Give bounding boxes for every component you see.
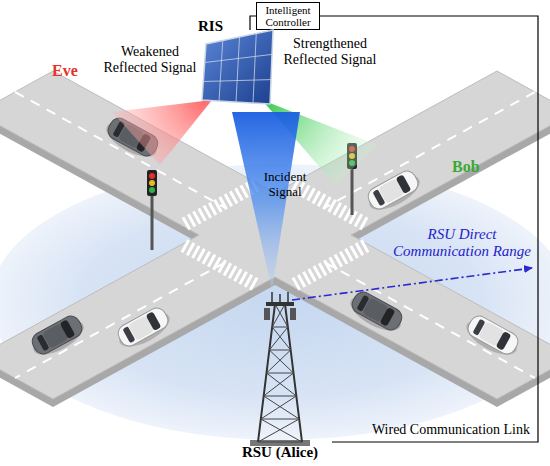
antenna-panel <box>290 308 296 320</box>
lane-marking <box>325 263 535 379</box>
receiver-name: Bob <box>452 158 492 176</box>
range-arrow <box>292 268 532 300</box>
node-text: RIS <box>198 18 223 35</box>
panel-grid <box>219 41 223 102</box>
antenna-panel <box>264 308 270 320</box>
node-text: Intelligent Controller <box>258 4 318 28</box>
rsu-tower-outline <box>228 292 332 464</box>
beam-cone <box>232 112 300 290</box>
node-text: Incident Signal <box>256 170 314 200</box>
tower-leg <box>258 304 302 442</box>
car <box>461 312 523 362</box>
controller-box: Intelligent Controller <box>256 2 320 30</box>
crossroads <box>0 71 550 407</box>
car <box>27 312 89 362</box>
crosswalk <box>294 185 366 225</box>
lane-marking <box>15 263 225 379</box>
light-housing <box>147 170 157 196</box>
light-lamp <box>149 173 155 179</box>
panel-grid <box>205 54 272 62</box>
incident-signal-beam: Incident Signal <box>222 108 322 298</box>
panel-grid <box>253 34 256 104</box>
crosswalk <box>184 185 256 225</box>
panel-grid <box>203 80 271 82</box>
car <box>113 304 175 354</box>
rsu-tower: RSU (Alice) <box>228 292 332 464</box>
node-text: RSU (Alice) <box>228 444 332 461</box>
eavesdropper-name: Eve <box>52 62 92 80</box>
link-label: Wired Communication Link <box>372 422 530 438</box>
solar-panel <box>202 30 273 104</box>
incident-signal-beam-outline <box>222 108 322 298</box>
light-pole <box>151 192 154 250</box>
bob-car <box>363 167 425 217</box>
signal-label: Strengthened Reflected Signal <box>276 36 384 68</box>
panel-grid <box>236 37 240 102</box>
range-label: RSU Direct Communication Range <box>384 226 540 261</box>
lane-marking <box>15 92 225 208</box>
light-lamp <box>149 187 155 193</box>
signal-label: Weakened Reflected Signal <box>96 44 204 76</box>
light-lamp <box>149 180 155 186</box>
light-pole <box>351 165 354 215</box>
ris-panel-outline <box>198 30 278 106</box>
antenna <box>272 292 288 302</box>
tower-platform <box>266 302 294 306</box>
crosswalk <box>184 246 256 286</box>
ris-panel: RIS <box>198 30 278 106</box>
crosswalk <box>294 246 366 286</box>
weakened-beam <box>112 100 212 165</box>
tower-bracing <box>258 304 302 442</box>
traffic-light <box>147 170 157 250</box>
car <box>345 288 407 338</box>
